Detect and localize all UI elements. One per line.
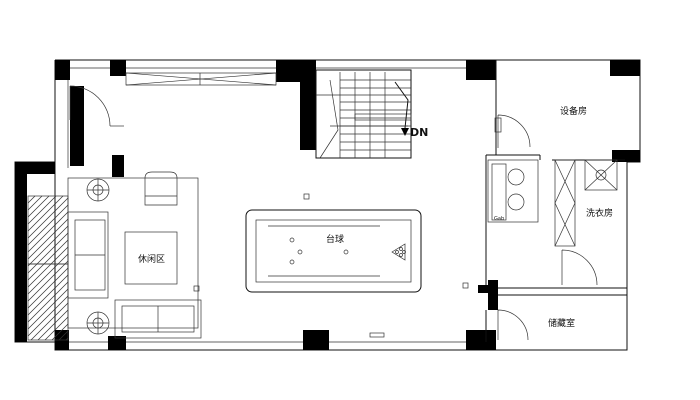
leisure-area-label: 休闲区 xyxy=(138,253,165,265)
hatch-line xyxy=(27,195,64,232)
stair-dn-label: DN xyxy=(410,126,428,139)
hatch-line xyxy=(27,195,57,225)
hatch-line xyxy=(44,316,69,341)
small-tag: Gab xyxy=(494,216,504,222)
pool-table-label: 台球 xyxy=(326,233,344,245)
hatch-line xyxy=(30,302,69,341)
hatch-line xyxy=(58,330,69,341)
equipment-room-label: 设备房 xyxy=(560,105,587,117)
leisure-furniture xyxy=(67,171,202,339)
hatch-line xyxy=(27,195,36,204)
laundry-equipment xyxy=(487,159,618,247)
laundry-door xyxy=(561,249,598,286)
hatch-line xyxy=(27,225,69,267)
hatch-line xyxy=(27,246,69,288)
pool-table xyxy=(245,209,422,293)
hatch-line xyxy=(37,309,69,341)
equipment-room-door xyxy=(494,114,531,148)
outer-walls xyxy=(14,59,641,351)
hatch-line xyxy=(27,239,69,281)
small-fixtures xyxy=(193,193,469,338)
hatch-line xyxy=(27,288,69,330)
hatched-cabinet xyxy=(27,195,69,341)
hatch-line xyxy=(27,195,43,211)
hatch-line xyxy=(27,197,69,239)
hatch-line xyxy=(65,337,69,341)
hatch-line xyxy=(27,232,69,274)
hatch-line xyxy=(27,267,69,309)
hatch-line xyxy=(27,295,69,337)
entry-door xyxy=(69,85,124,127)
wall-columns xyxy=(15,60,640,350)
hatch-line xyxy=(27,260,69,302)
hatch-line xyxy=(27,204,69,246)
interior-walls xyxy=(485,60,627,342)
hatch-line xyxy=(27,211,69,253)
hatch-line xyxy=(27,274,69,316)
laundry-room-label: 洗衣房 xyxy=(586,207,613,219)
staircase xyxy=(315,69,412,159)
hatch-line xyxy=(27,253,69,295)
hatch-line xyxy=(27,281,69,323)
hatch-line xyxy=(27,195,50,218)
top-cabinet xyxy=(125,72,277,86)
hatch-line xyxy=(27,218,69,260)
hatch-line xyxy=(51,323,69,341)
storage-door xyxy=(497,309,529,341)
storage-room-label: 储藏室 xyxy=(548,317,575,329)
